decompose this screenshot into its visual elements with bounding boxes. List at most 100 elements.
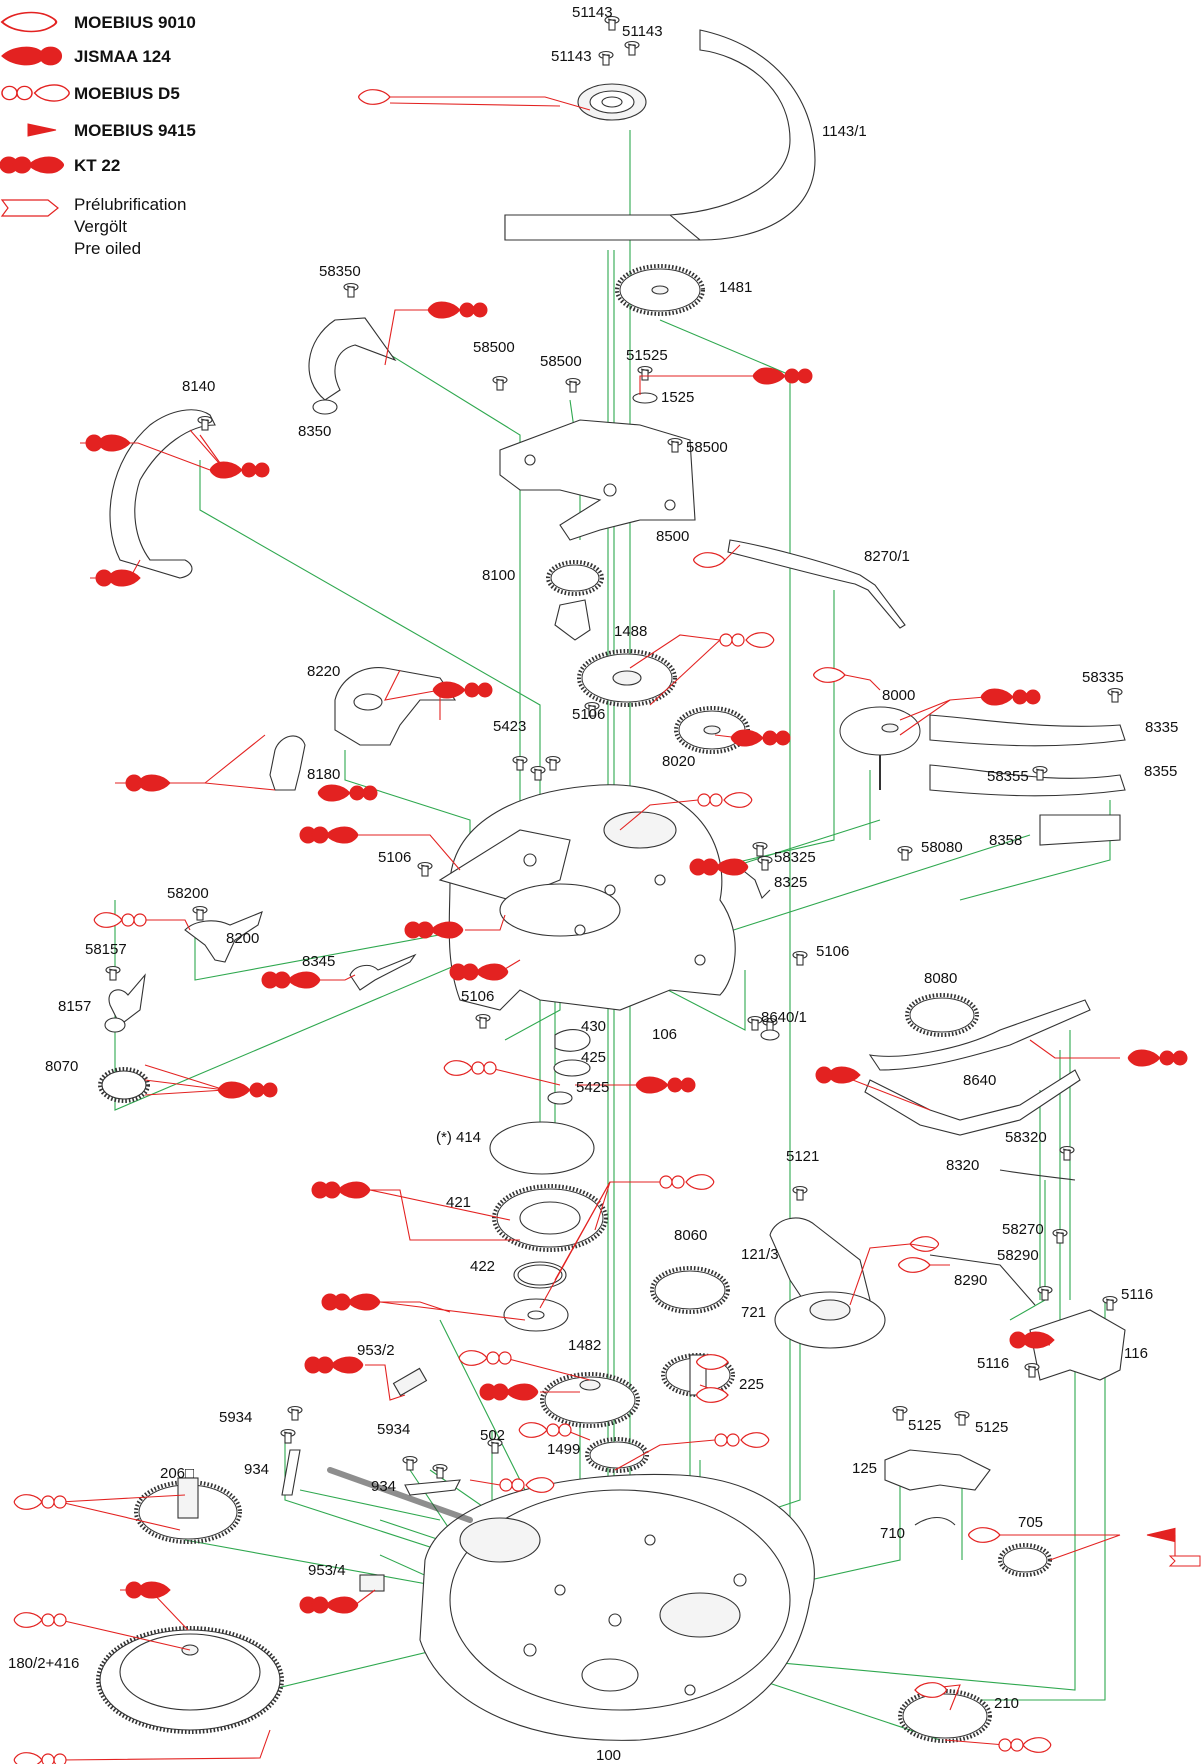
legend-label: MOEBIUS 9010 — [74, 13, 196, 32]
part-label: 125 — [852, 1460, 877, 1477]
part-label: 934 — [371, 1478, 396, 1495]
legend-label-line: Vergölt — [74, 217, 127, 236]
part-label: 180/2+416 — [8, 1655, 79, 1672]
part-label: 58355 — [987, 768, 1029, 785]
part-label: 210 — [994, 1695, 1019, 1712]
part-label: 8060 — [674, 1227, 707, 1244]
bridge-116 — [1029, 1309, 1126, 1381]
part-label: 8640/1 — [761, 1009, 807, 1026]
part-label: 8080 — [924, 970, 957, 987]
star-wheel-8070 — [98, 1067, 150, 1103]
part-label: 8358 — [989, 832, 1022, 849]
part-label: 8325 — [774, 874, 807, 891]
legend-kt22: KT 22 — [0, 156, 120, 175]
part-label: 58500 — [473, 339, 515, 356]
part-label: 953/2 — [357, 1342, 395, 1359]
part-label: 8157 — [58, 998, 91, 1015]
part-label: 58500 — [686, 439, 728, 456]
part-label: 51525 — [626, 347, 668, 364]
part-label: 705 — [1018, 1514, 1043, 1531]
part-label: 225 — [739, 1376, 764, 1393]
legend-moebius9415: MOEBIUS 9415 — [27, 121, 196, 140]
legend-moebius9010: MOEBIUS 9010 — [0, 11, 196, 33]
part-label: 5125 — [908, 1417, 941, 1434]
part-label: 8320 — [946, 1157, 979, 1174]
part-label: 5121 — [786, 1148, 819, 1165]
bridge-125 — [884, 1449, 991, 1491]
part-label: 430 — [581, 1018, 606, 1035]
part-label: 8020 — [662, 753, 695, 770]
spring-8270-1 — [727, 539, 906, 629]
disc-414 — [489, 1121, 595, 1175]
part-label: 58500 — [540, 353, 582, 370]
legend-label: KT 22 — [74, 156, 120, 175]
part-label: 58080 — [921, 839, 963, 856]
part-label: 5106 — [572, 706, 605, 723]
part-label: 58290 — [997, 1247, 1039, 1264]
part-label: 1482 — [568, 1337, 601, 1354]
part-label: 116 — [1124, 1345, 1148, 1362]
part-label: 58270 — [1002, 1221, 1044, 1238]
part-label: 5423 — [493, 718, 526, 735]
part-label: 58200 — [167, 885, 209, 902]
part-label: 58325 — [774, 849, 816, 866]
part-labels: 51143 51143 51143 1143/1 1481 58350 8350… — [8, 4, 1178, 1764]
part-label: 121/3 — [741, 1246, 779, 1263]
legend-label-line: Pre oiled — [74, 239, 141, 258]
part-label: 421 — [446, 1194, 471, 1211]
part-label: 1488 — [614, 623, 647, 640]
part-label: 8000 — [882, 687, 915, 704]
part-label: 425 — [581, 1049, 606, 1066]
part-label: 1481 — [719, 279, 752, 296]
parts-drawings — [96, 15, 1126, 1743]
part-label: 5934 — [219, 1409, 252, 1426]
part-label: 8345 — [302, 953, 335, 970]
part-label: 8200 — [226, 930, 259, 947]
part-label: 5116 — [977, 1355, 1009, 1372]
legend-label: MOEBIUS D5 — [74, 84, 180, 103]
part-label: 8335 — [1145, 719, 1178, 736]
part-label: 422 — [470, 1258, 495, 1275]
lever-8140 — [109, 409, 216, 579]
part-label: 8140 — [182, 378, 215, 395]
part-label: 5106 — [378, 849, 411, 866]
wheel-8000 — [839, 706, 921, 756]
part-label: 8290 — [954, 1272, 987, 1289]
part-label: 5125 — [975, 1419, 1008, 1436]
legend-jismaa124: JISMAA 124 — [1, 46, 171, 66]
part-label: 953/4 — [308, 1562, 346, 1579]
part-label: 58350 — [319, 263, 361, 280]
legend-label: MOEBIUS 9415 — [74, 121, 196, 140]
part-label: 8070 — [45, 1058, 78, 1075]
legend: MOEBIUS 9010 JISMAA 124 MOEBIUS D5 MOEBI… — [0, 11, 196, 258]
part-label: 206□ — [160, 1465, 194, 1482]
part-label: 5106 — [461, 988, 494, 1005]
part-label: 8350 — [298, 423, 331, 440]
part-label: 502 — [480, 1427, 505, 1444]
part-label: 8270/1 — [864, 548, 910, 565]
part-label: 5116 — [1121, 1286, 1153, 1303]
part-label: 58320 — [1005, 1129, 1047, 1146]
legend-label: JISMAA 124 — [74, 47, 171, 66]
part-label: 8180 — [307, 766, 340, 783]
part-label: 5934 — [377, 1421, 410, 1438]
part-label: 721 — [741, 1304, 766, 1321]
lever-8640 — [864, 1069, 1081, 1136]
part-label: 8640 — [963, 1072, 996, 1089]
part-label: 58157 — [85, 941, 127, 958]
part-label: 1143/1 — [822, 123, 867, 140]
part-label: 8355 — [1144, 763, 1177, 780]
part-label: (*) 414 — [436, 1129, 481, 1146]
bridge-8500 — [499, 419, 696, 541]
legend-preoiled: Prélubrification Vergölt Pre oiled — [0, 195, 186, 258]
part-label: 1499 — [547, 1441, 580, 1458]
part-label: 51143 — [622, 23, 663, 40]
lever-8180 — [269, 735, 306, 791]
part-label: 58335 — [1082, 669, 1124, 686]
legend-label-line: Prélubrification — [74, 195, 186, 214]
part-label: 8100 — [482, 567, 515, 584]
part-label: 710 — [880, 1525, 905, 1542]
part-label: 1525 — [661, 389, 694, 406]
lever-8080 — [868, 999, 1091, 1071]
